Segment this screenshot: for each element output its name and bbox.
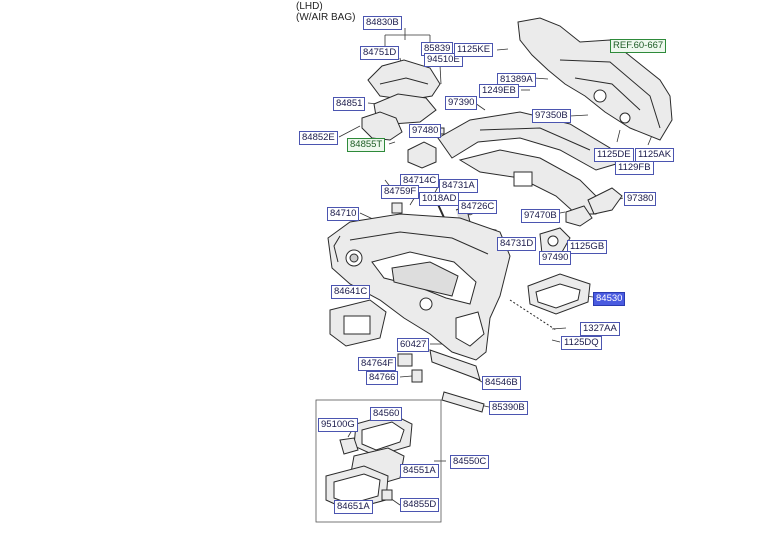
part-label-84830b[interactable]: 84830B (363, 16, 402, 30)
part-label-97350b[interactable]: 97350B (532, 109, 571, 123)
diagram-header-lhd: (LHD) (296, 1, 323, 12)
part-label-1125ke[interactable]: 1125KE (454, 43, 494, 57)
part-label-85390b[interactable]: 85390B (489, 401, 528, 415)
part-label-84714c[interactable]: 84714C (400, 174, 440, 188)
part-label-84651a[interactable]: 84651A (334, 500, 373, 514)
part-label-97390[interactable]: 97390 (445, 96, 478, 110)
part-label-84855t[interactable]: 84855T (347, 138, 386, 152)
part-label-97380[interactable]: 97380 (624, 192, 657, 206)
part-label-84530-selected[interactable]: 84530 (593, 292, 626, 306)
part-label-84855d[interactable]: 84855D (400, 498, 440, 512)
part-label-95100g[interactable]: 95100G (318, 418, 358, 432)
part-label-1018ad[interactable]: 1018AD (419, 192, 460, 206)
part-label-84751d[interactable]: 84751D (360, 46, 400, 60)
part-label-84766[interactable]: 84766 (366, 371, 399, 385)
part-label-1125dq[interactable]: 1125DQ (561, 336, 602, 350)
part-label-84731a-upper[interactable]: 84731A (439, 179, 478, 193)
part-label-84560[interactable]: 84560 (370, 407, 403, 421)
part-label-84852e[interactable]: 84852E (299, 131, 338, 145)
part-label-60427[interactable]: 60427 (397, 338, 430, 352)
part-label-97490[interactable]: 97490 (539, 251, 572, 265)
diagram-header-airbag: (W/AIR BAG) (296, 12, 356, 23)
part-label-84759f[interactable]: 84759F (381, 185, 420, 199)
part-label-97480[interactable]: 97480 (409, 124, 442, 138)
part-label-1125ak[interactable]: 1125AK (635, 148, 675, 162)
part-label-84551a[interactable]: 84551A (400, 464, 439, 478)
part-label-1125de[interactable]: 1125DE (594, 148, 634, 162)
part-label-94510e[interactable]: 94510E (424, 53, 463, 67)
part-label-1249eb[interactable]: 1249EB (479, 84, 519, 98)
part-label-84764f[interactable]: 84764F (358, 357, 397, 371)
reference-label-60-667[interactable]: REF.60-667 (610, 39, 667, 53)
part-label-84546b[interactable]: 84546B (482, 376, 521, 390)
part-label-84641c[interactable]: 84641C (331, 285, 371, 299)
part-label-84731d[interactable]: 84731D (497, 237, 537, 251)
part-label-84550c[interactable]: 84550C (450, 455, 490, 469)
part-label-1129fb[interactable]: 1129FB (615, 161, 654, 175)
part-label-84851[interactable]: 84851 (333, 97, 366, 111)
part-label-84726c[interactable]: 84726C (458, 200, 498, 214)
part-label-97470b[interactable]: 97470B (521, 209, 560, 223)
part-label-84710[interactable]: 84710 (327, 207, 360, 221)
part-label-1125gb[interactable]: 1125GB (567, 240, 608, 254)
part-label-1327aa[interactable]: 1327AA (580, 322, 620, 336)
